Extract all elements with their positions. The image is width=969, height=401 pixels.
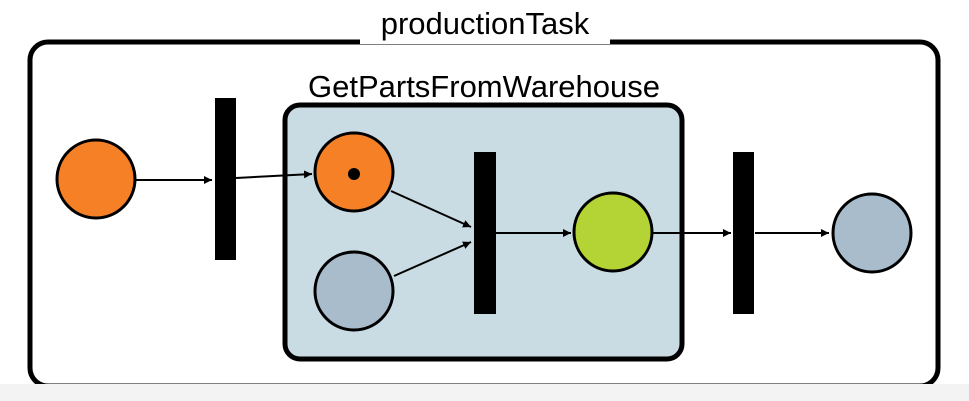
transition-exit	[733, 152, 754, 314]
arc-enter-to-sub-input	[235, 170, 313, 179]
transition-enter	[215, 98, 236, 260]
outer-title-bg	[360, 8, 610, 44]
sub-resource-place	[313, 250, 395, 332]
end-place	[831, 192, 913, 274]
footer-strip	[0, 384, 969, 401]
outer-title: productionTask	[381, 6, 590, 41]
arc-sub-input-to-inner	[390, 190, 472, 228]
token-dot	[348, 168, 360, 180]
arc-sub-resource-to-inner	[393, 241, 472, 277]
petri-net-diagram: productionTask GetPartsFromWarehouse	[27, 6, 941, 384]
sub-output-place	[572, 191, 654, 273]
start-place	[55, 138, 137, 220]
subprocess-title: GetPartsFromWarehouse	[308, 69, 660, 104]
transition-inner	[474, 152, 496, 314]
